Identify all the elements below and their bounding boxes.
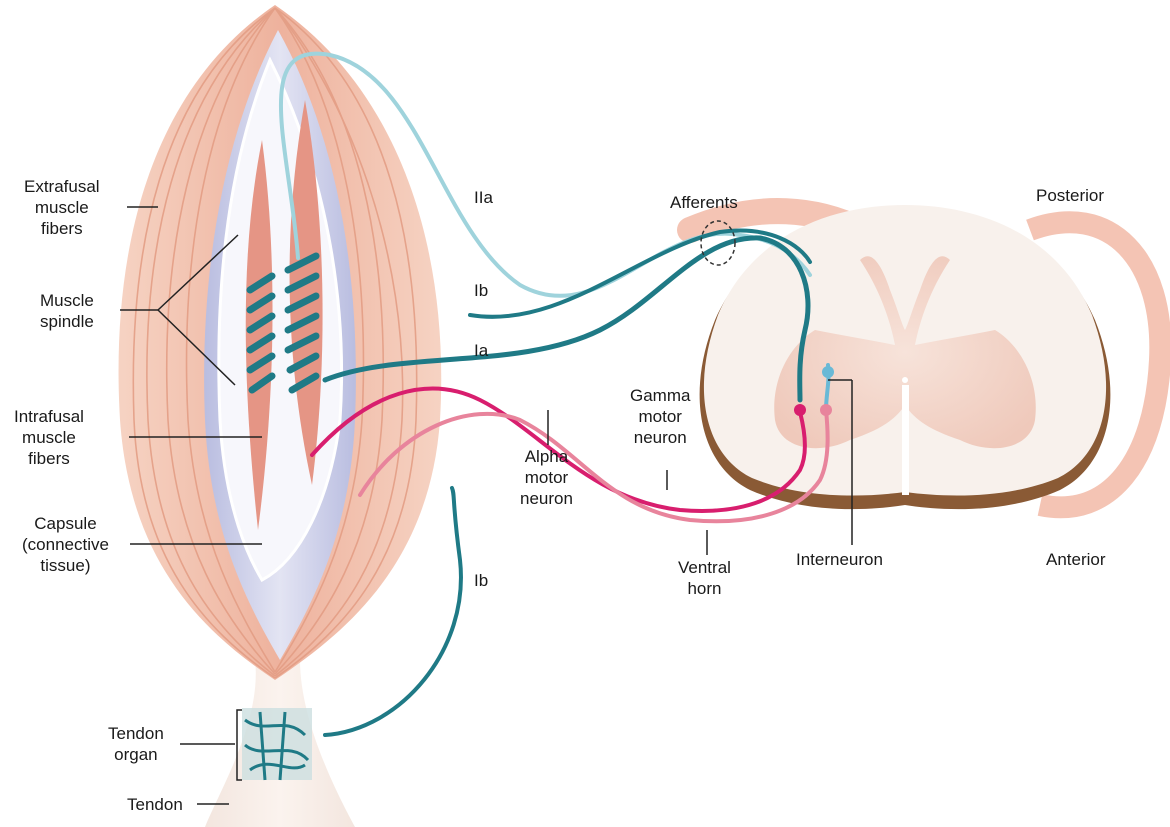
alpha-motor-soma bbox=[794, 404, 806, 416]
label-ib-upper: Ib bbox=[474, 280, 488, 301]
label-posterior: Posterior bbox=[1036, 185, 1104, 206]
label-ia: Ia bbox=[474, 340, 488, 361]
label-ib-lower: Ib bbox=[474, 570, 488, 591]
label-tendon: Tendon bbox=[127, 794, 183, 815]
label-iia: IIa bbox=[474, 187, 493, 208]
label-anterior: Anterior bbox=[1046, 549, 1106, 570]
central-canal bbox=[902, 377, 908, 383]
label-interneuron: Interneuron bbox=[796, 549, 883, 570]
label-afferents: Afferents bbox=[670, 192, 738, 213]
anterior-median-fissure bbox=[902, 385, 909, 495]
interneuron-soma bbox=[822, 366, 834, 378]
gamma-motor-soma bbox=[820, 404, 832, 416]
tendon-organ bbox=[242, 708, 312, 780]
